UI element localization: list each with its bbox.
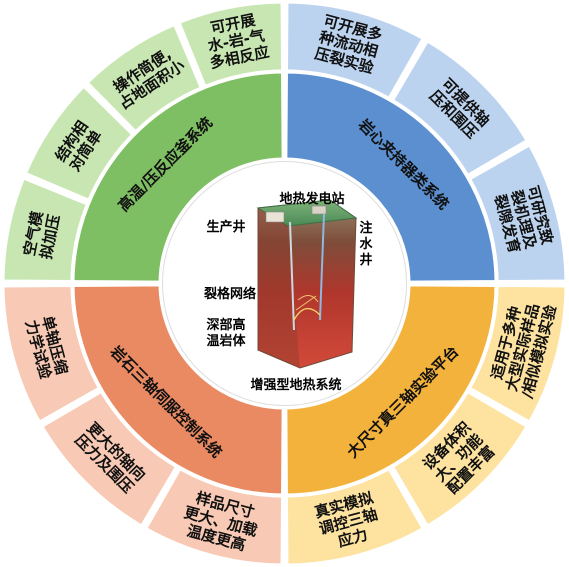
- power-station-label: 地热发电站: [279, 191, 344, 207]
- blue-inner-ring-segment: [283, 69, 499, 285]
- injection-well-char-1: 注: [359, 220, 372, 236]
- deep-rock-label-line2: 温岩体: [206, 333, 246, 349]
- injection-well-char-2: 水: [359, 236, 373, 252]
- deep-rock-label-line1: 深部高: [206, 317, 245, 333]
- orange-inner-ring-segment: [70, 282, 286, 498]
- production-well-label: 生产井: [206, 219, 245, 235]
- yellow-inner-ring-segment: [283, 282, 499, 498]
- green-inner-ring-segment: [70, 69, 286, 285]
- injection-well-char-3: 井: [359, 252, 372, 268]
- egs-label: 增强型地热系统: [250, 377, 341, 393]
- power-plant-icon: [265, 211, 285, 223]
- egs-block-illustration: [256, 199, 358, 369]
- fracture-network-label: 裂格网络: [203, 286, 256, 302]
- injection-well-label: 注水井: [359, 220, 373, 268]
